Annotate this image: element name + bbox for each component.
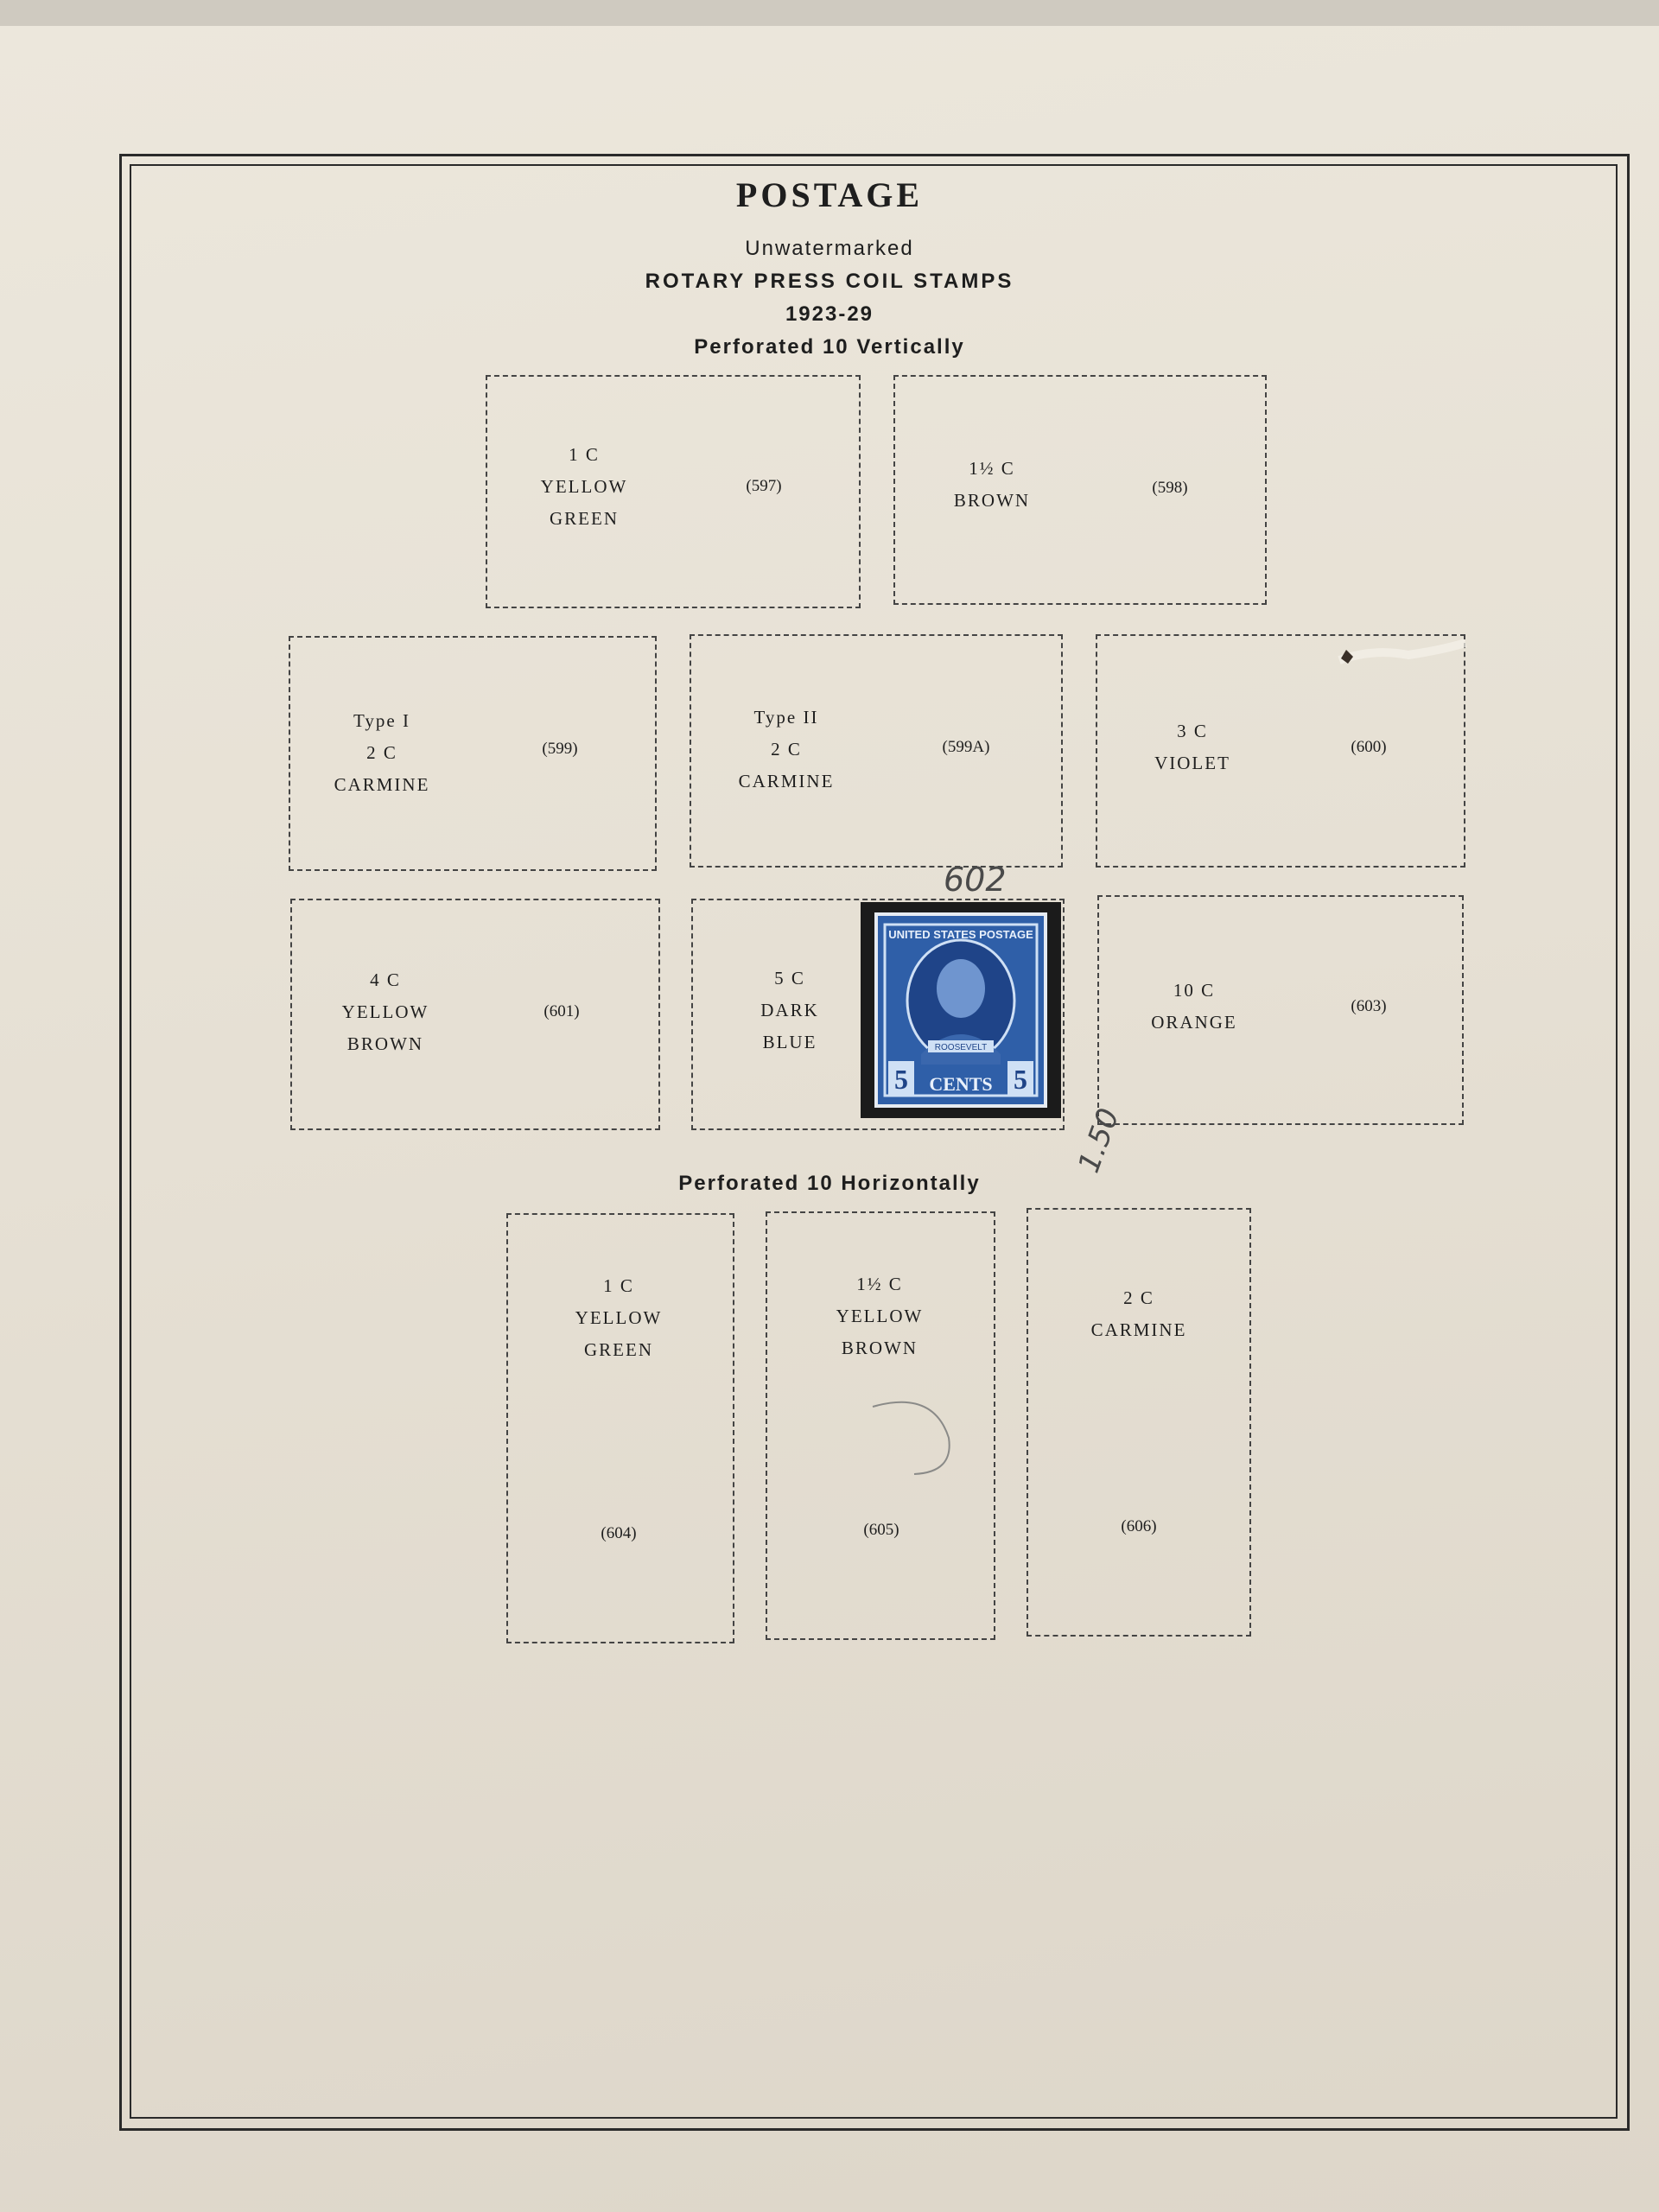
svg-text:ROOSEVELT: ROOSEVELT	[935, 1043, 987, 1052]
section-heading-horizontal: Perforated 10 Horizontally	[678, 1172, 981, 1195]
color-line: YELLOW	[540, 476, 628, 497]
stamp-space-601[interactable]	[290, 899, 660, 1130]
denomination: 10 C	[1173, 980, 1216, 1001]
svg-text:CENTS: CENTS	[929, 1073, 992, 1095]
stamp-space-label: 1 C YELLOW GREEN	[575, 1270, 663, 1366]
color-line: CARMINE	[738, 771, 835, 791]
subtitle-watermark: Unwatermarked	[745, 237, 914, 260]
color-line: CARMINE	[334, 774, 430, 795]
catalog-number: (598)	[1152, 479, 1188, 497]
catalog-number: (600)	[1351, 738, 1387, 756]
catalog-number: (599A)	[942, 738, 990, 756]
svg-text:UNITED STATES POSTAGE: UNITED STATES POSTAGE	[888, 928, 1033, 941]
color-line: GREEN	[583, 1339, 653, 1360]
stamp-space-597[interactable]	[486, 375, 861, 608]
color-line: BROWN	[346, 1033, 424, 1054]
denomination: 1½ C	[856, 1274, 903, 1294]
stamp-space-label: Type I 2 C CARMINE	[334, 705, 430, 801]
stamp-space-602[interactable]	[691, 899, 1065, 1130]
stamp-space-600[interactable]	[1096, 634, 1465, 868]
color-line: YELLOW	[575, 1307, 663, 1328]
catalog-number: (597)	[746, 477, 782, 495]
section-heading-vertical: Perforated 10 Vertically	[694, 335, 965, 359]
catalog-number: (605)	[863, 1521, 899, 1539]
stamp-space-label: 10 C ORANGE	[1151, 975, 1237, 1039]
subtitle-years: 1923-29	[785, 302, 874, 326]
stamp-space-label: 5 C DARK BLUE	[760, 963, 819, 1058]
page-border-outer	[119, 154, 1630, 2131]
denomination: 5 C	[774, 968, 805, 988]
stamp-space-606[interactable]	[1027, 1208, 1251, 1637]
svg-text:5: 5	[1014, 1064, 1027, 1095]
denomination: 1½ C	[969, 458, 1015, 479]
stamp-space-603[interactable]	[1097, 895, 1464, 1125]
color-line: BROWN	[953, 490, 1031, 511]
stamp-space-605[interactable]	[766, 1211, 995, 1640]
stamp-space-label: 4 C YELLOW BROWN	[342, 964, 429, 1060]
stamp-space-label: 1 C YELLOW GREEN	[541, 439, 628, 535]
type-line: Type II	[753, 707, 819, 728]
stamp-space-604[interactable]	[506, 1213, 734, 1643]
album-page	[0, 26, 1659, 2212]
type-line: Type I	[353, 710, 410, 731]
color-line: GREEN	[549, 508, 619, 529]
hair-strand-blemish	[872, 1401, 950, 1475]
stamp-space-label: 2 C CARMINE	[1091, 1282, 1187, 1346]
catalog-number: (606)	[1121, 1517, 1157, 1535]
page-border-inner	[130, 164, 1618, 2119]
denomination: 4 C	[370, 969, 401, 990]
color-line: ORANGE	[1151, 1012, 1237, 1033]
paper-tear-blemish	[1338, 639, 1467, 664]
denomination: 2 C	[366, 742, 397, 763]
catalog-number: (599)	[542, 740, 578, 758]
catalog-number: (601)	[543, 1002, 580, 1020]
stamp-space-599a[interactable]	[690, 634, 1063, 868]
denomination: 1 C	[569, 444, 600, 465]
page-title: POSTAGE	[735, 175, 924, 214]
color-line: CARMINE	[1090, 1319, 1187, 1340]
stamp-space-598[interactable]	[893, 375, 1267, 605]
pencil-note-catalog: 602	[944, 861, 1007, 899]
color-line: DARK	[760, 1000, 819, 1020]
svg-text:5: 5	[894, 1064, 908, 1095]
denomination: 1 C	[603, 1275, 634, 1296]
catalog-number: (603)	[1351, 997, 1387, 1015]
color-line: YELLOW	[341, 1001, 429, 1022]
denomination: 3 C	[1177, 721, 1208, 741]
stamp-space-label: 1½ C BROWN	[954, 453, 1030, 517]
denomination: 2 C	[1123, 1287, 1154, 1308]
denomination: 2 C	[771, 739, 802, 760]
color-line: BLUE	[762, 1032, 817, 1052]
stamp-space-label: 1½ C YELLOW BROWN	[836, 1268, 924, 1364]
subtitle-series: ROTARY PRESS COIL STAMPS	[645, 270, 1014, 293]
stamp-space-599[interactable]	[289, 636, 657, 871]
stamp-space-label: Type II 2 C CARMINE	[739, 702, 835, 798]
color-line: VIOLET	[1154, 753, 1230, 773]
stamp-space-label: 3 C VIOLET	[1154, 715, 1230, 779]
color-line: YELLOW	[836, 1306, 924, 1326]
stamp-image: ROOSEVELT UNITED STATES POSTAGE 5 5 CENT…	[874, 912, 1047, 1108]
mounted-stamp-roosevelt-5c[interactable]: ROOSEVELT UNITED STATES POSTAGE 5 5 CENT…	[861, 902, 1061, 1118]
catalog-number: (604)	[601, 1524, 637, 1542]
color-line: BROWN	[841, 1338, 918, 1358]
